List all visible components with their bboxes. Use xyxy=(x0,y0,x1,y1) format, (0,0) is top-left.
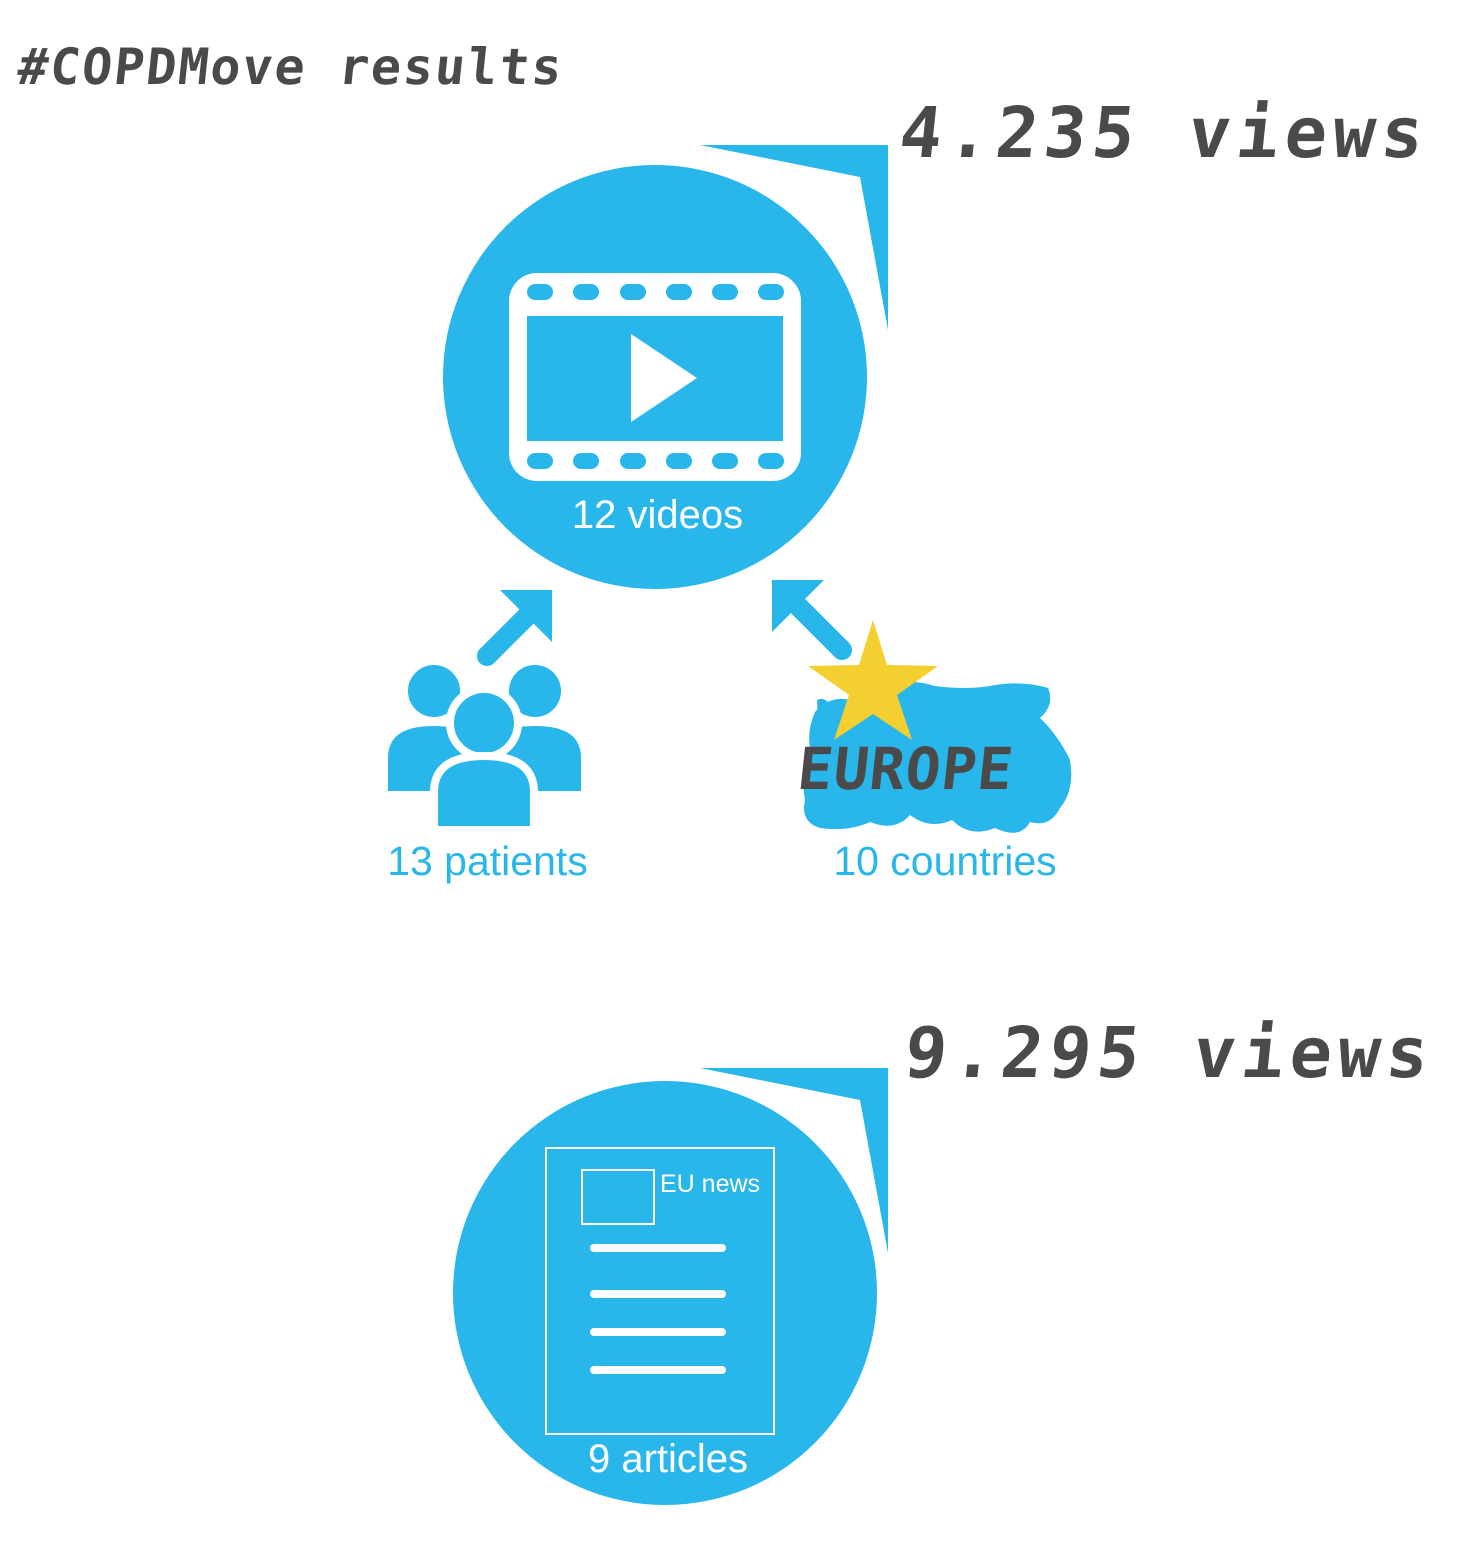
countries-label: 10 countries xyxy=(833,838,1057,884)
newspaper-icon xyxy=(545,1147,775,1435)
callout-tail-top xyxy=(700,145,888,330)
callout-tail-bottom xyxy=(700,1068,888,1253)
videos-views-count: 4.235 views xyxy=(895,92,1434,174)
videos-label: 12 videos xyxy=(571,493,744,537)
europe-map-icon xyxy=(803,681,1072,833)
newspaper-header: EU news xyxy=(660,1170,761,1198)
arrow-icon-patients xyxy=(477,590,552,666)
people-group-icon xyxy=(380,657,589,834)
video-film-icon xyxy=(509,273,801,481)
play-icon xyxy=(631,334,697,422)
articles-label: 9 articles xyxy=(587,1437,749,1481)
patients-label: 13 patients xyxy=(387,838,588,884)
star-icon xyxy=(808,620,938,740)
arrow-icon-countries xyxy=(772,580,852,660)
europe-map-text: EUROPE xyxy=(794,735,1018,803)
page-title: #COPDMove results xyxy=(14,38,567,96)
articles-views-count: 9.295 views xyxy=(900,1012,1439,1094)
